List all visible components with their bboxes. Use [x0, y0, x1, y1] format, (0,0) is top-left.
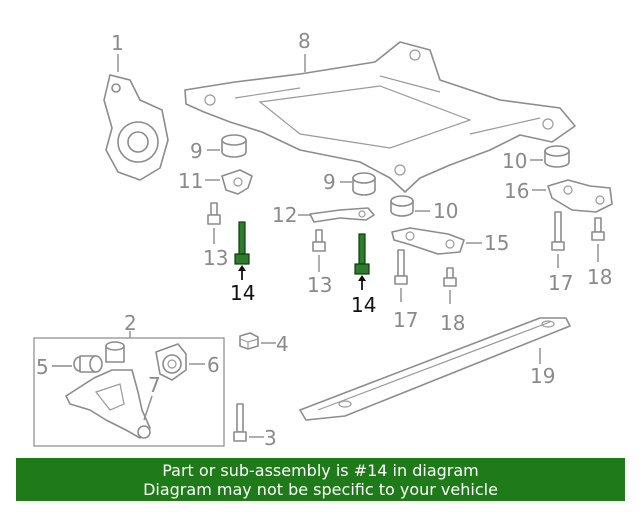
callout-16: 16 — [504, 179, 529, 203]
callout-18b: 18 — [587, 265, 612, 289]
callout-7: 7 — [148, 373, 161, 397]
callout-2: 2 — [124, 311, 137, 335]
part-bolt-13a — [207, 202, 221, 225]
part-bolt-18b — [591, 217, 605, 241]
part-knuckle — [103, 74, 169, 181]
callout-5: 5 — [36, 355, 49, 379]
part-bracket-15 — [391, 227, 465, 255]
callout-14a: 14 — [230, 281, 255, 305]
part-bushing-10a — [390, 195, 414, 217]
part-bracket-11 — [221, 169, 253, 195]
callout-8: 8 — [298, 29, 311, 53]
part-bushing-6 — [155, 343, 187, 381]
part-bolt-17b — [551, 211, 565, 251]
part-bolt-17a — [394, 249, 408, 285]
part-bolt-14b — [354, 233, 370, 275]
part-bar-19 — [299, 317, 571, 421]
callout-12: 12 — [272, 203, 297, 227]
part-bolt-18a — [443, 267, 457, 287]
callout-17b: 17 — [548, 271, 573, 295]
callout-9a: 9 — [190, 139, 203, 163]
part-bushing-9a — [221, 134, 247, 158]
notice-banner: Part or sub-assembly is #14 in diagram D… — [16, 458, 625, 501]
notice-line-1: Part or sub-assembly is #14 in diagram — [162, 461, 479, 480]
leader-7 — [143, 395, 153, 421]
callout-3: 3 — [264, 426, 277, 450]
arrow-14b — [358, 275, 366, 281]
callout-1: 1 — [111, 31, 124, 55]
part-subframe — [184, 41, 576, 193]
parts-diagram: 1 8 9 11 9 10 — [33, 29, 613, 450]
part-nut-4 — [239, 332, 259, 350]
notice-line-2: Diagram may not be specific to your vehi… — [143, 480, 498, 499]
callout-18a: 18 — [440, 311, 465, 335]
callout-15: 15 — [484, 231, 509, 255]
part-control-arm — [65, 369, 151, 439]
callout-10a: 10 — [433, 199, 458, 223]
callout-17a: 17 — [393, 308, 418, 332]
callout-9b: 9 — [323, 170, 336, 194]
callout-13b: 13 — [307, 273, 332, 297]
arrow-14a — [238, 265, 246, 271]
part-bolt-13b — [312, 229, 326, 252]
part-bushing-9b — [352, 172, 376, 196]
part-bushing-small — [105, 341, 125, 363]
callout-14b: 14 — [351, 293, 376, 317]
callout-13a: 13 — [203, 246, 228, 270]
callout-4: 4 — [276, 332, 289, 356]
callout-19: 19 — [530, 364, 555, 388]
part-bolt-3 — [233, 403, 247, 442]
subassembly-box-2 — [33, 337, 225, 447]
part-bracket-16 — [547, 179, 613, 213]
callout-6: 6 — [207, 353, 220, 377]
part-bolt-14a — [234, 221, 250, 265]
callout-10b: 10 — [502, 149, 527, 173]
part-bushing-10b — [544, 145, 570, 168]
callout-11: 11 — [178, 169, 203, 193]
part-link-12 — [309, 207, 375, 223]
part-bushing-5 — [73, 355, 103, 373]
